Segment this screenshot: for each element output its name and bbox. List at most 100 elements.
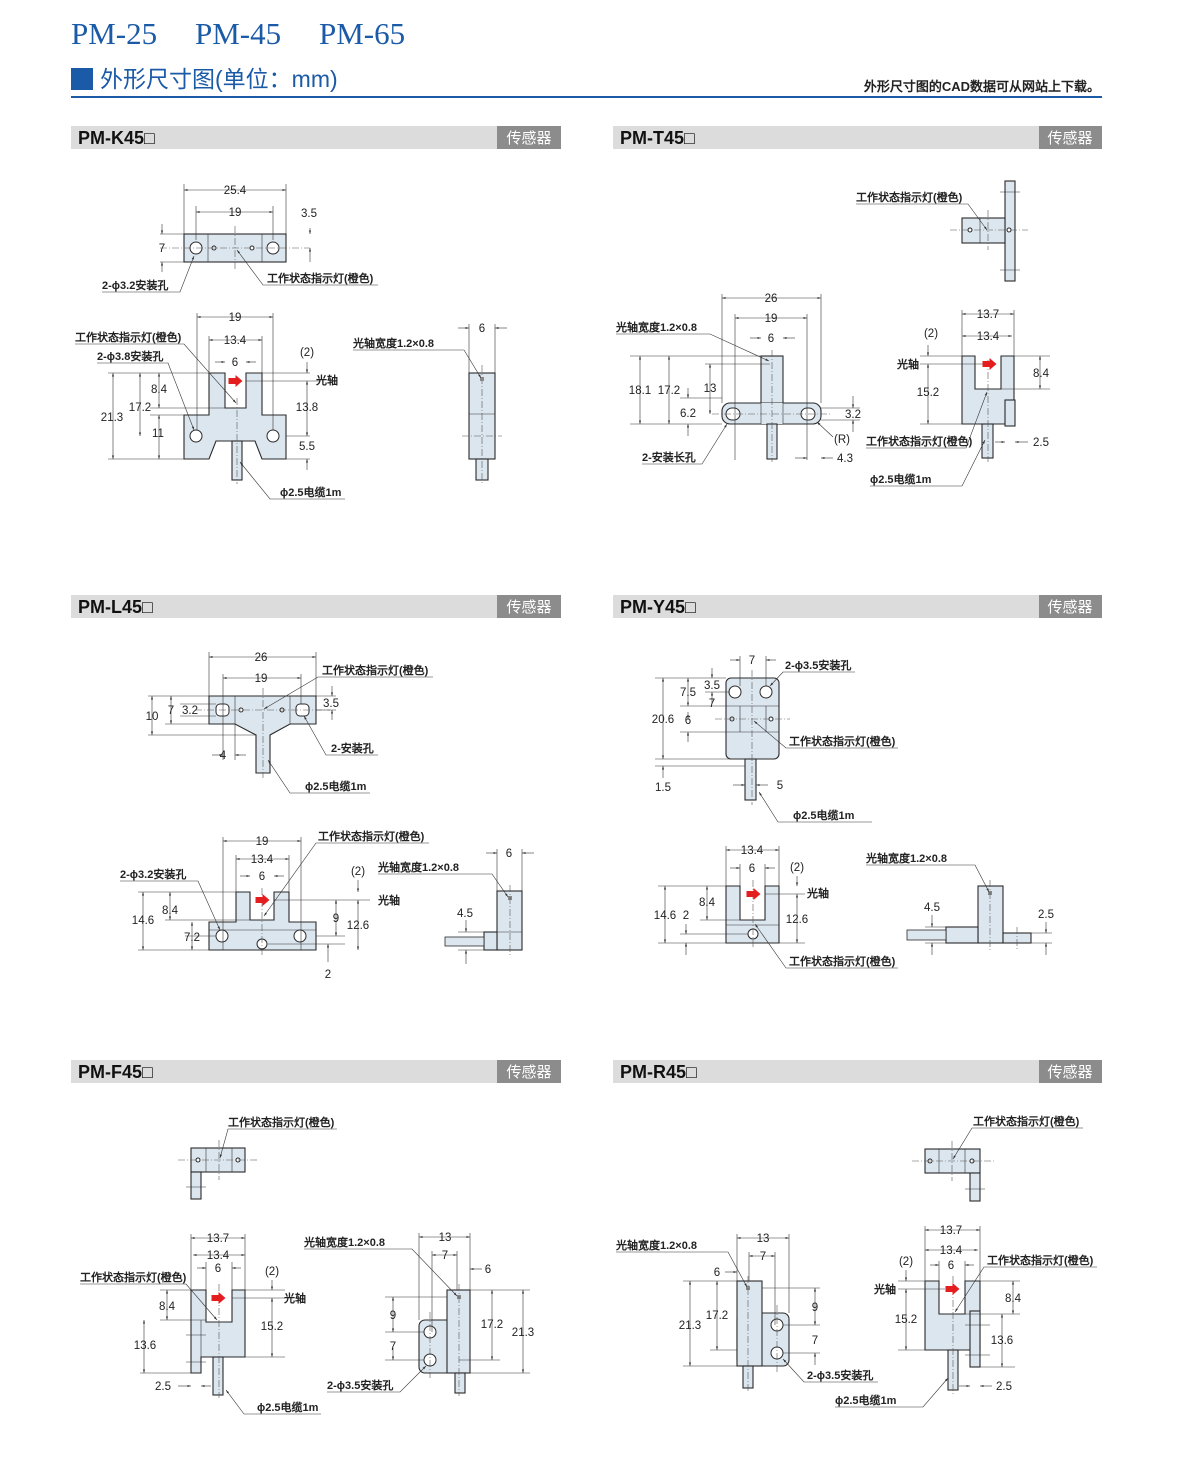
drawing-y45: 7 3.5 7.5 7 20.6 6 1.5 5 2-ϕ3.5安装孔 工作状态指…	[652, 655, 1054, 969]
header-divider	[71, 96, 1102, 98]
dim-label: 14.6	[132, 915, 154, 927]
indicator-label: 工作状态指示灯(橙色)	[318, 829, 425, 843]
dim-label: 26	[255, 652, 268, 664]
indicator-label: 工作状态指示灯(橙色)	[973, 1114, 1080, 1128]
dim-label: 13	[704, 383, 717, 395]
dim-label: (2)	[300, 347, 314, 359]
dim-label: 13.7	[940, 1225, 962, 1237]
dim-label: 13	[757, 1233, 770, 1245]
series-pm25: PM-25	[71, 16, 157, 51]
indicator-label: 工作状态指示灯(橙色)	[789, 734, 896, 748]
dim-label: (R)	[834, 434, 850, 446]
model-name: PM-Y45□	[620, 597, 696, 617]
dim-label: 26	[765, 293, 778, 305]
dim-label: 3.2	[182, 705, 198, 717]
dim-label: 3.5	[323, 698, 339, 710]
dim-label: 21.3	[101, 412, 123, 424]
dim-label: 1.5	[655, 782, 671, 794]
dim-label: 6	[506, 848, 512, 860]
dim-label: 17.2	[129, 402, 151, 414]
indicator-label: 工作状态指示灯(橙色)	[987, 1253, 1094, 1267]
dim-label: 6	[768, 333, 774, 345]
sensor-tag: 传感器	[1047, 599, 1092, 616]
dim-label: 15.2	[895, 1314, 917, 1326]
dim-label: 7	[159, 243, 165, 255]
drawing-r45: 工作状态指示灯(橙色) 13 7 6 21.3 17.2 9 7 光轴宽度1.2…	[615, 1114, 1097, 1408]
dim-label: (2)	[924, 328, 938, 340]
indicator-label: 工作状态指示灯(橙色)	[856, 190, 963, 204]
model-name: PM-L45□	[78, 597, 153, 617]
page-header: PM-25 PM-45 PM-65 外形尺寸图(单位：mm) 外形尺寸图的CAD…	[71, 16, 1102, 98]
dim-label: 13.7	[207, 1233, 229, 1245]
dim-label: 6	[714, 1267, 720, 1279]
dim-label: 6.2	[680, 408, 696, 420]
dim-label: 7	[168, 705, 174, 717]
dim-label: 20.6	[652, 714, 674, 726]
indicator-label: 工作状态指示灯(橙色)	[228, 1115, 335, 1129]
dim-label: 2	[683, 910, 689, 922]
dim-label: 17.2	[481, 1319, 503, 1331]
beam-width-label: 光轴宽度1.2×0.8	[615, 1238, 697, 1252]
dim-label: 8.4	[162, 905, 179, 917]
dim-label: 17.2	[706, 1310, 728, 1322]
indicator-label: 工作状态指示灯(橙色)	[267, 271, 374, 285]
sensor-tag: 传感器	[1047, 1064, 1092, 1081]
dim-label: 6	[948, 1260, 954, 1272]
dim-label: 7	[390, 1341, 396, 1353]
dim-label: 21.3	[679, 1320, 701, 1332]
dim-label: 5	[777, 780, 783, 792]
cable-label: ϕ2.5电缆1m	[793, 808, 855, 822]
model-name: PM-K45□	[78, 128, 155, 148]
dim-label: 21.3	[512, 1327, 534, 1339]
dim-label: 2.5	[155, 1381, 171, 1393]
dim-label: 8.4	[699, 897, 716, 909]
dim-label: 13.4	[224, 335, 247, 347]
section-square-icon	[71, 68, 93, 90]
dim-label: 25.4	[224, 185, 247, 197]
beam-width-label: 光轴宽度1.2×0.8	[377, 860, 459, 874]
section-bar-r45: PM-R45□ 传感器	[613, 1060, 1102, 1083]
dim-label: 4.5	[924, 902, 940, 914]
dim-label: 13.4	[977, 331, 1000, 343]
dim-label: 13.4	[741, 845, 764, 857]
optical-axis-label: 光轴	[896, 357, 919, 371]
dim-label: 2.5	[1033, 437, 1049, 449]
dim-label: 19	[229, 312, 242, 324]
mounting-holes-label: 2-安装孔	[331, 741, 374, 755]
dim-label: 13.4	[207, 1250, 230, 1262]
sensor-tag: 传感器	[1047, 130, 1092, 147]
dim-label: 10	[146, 711, 159, 723]
dim-label: 13.4	[940, 1245, 963, 1257]
dim-label: 15.2	[917, 387, 939, 399]
indicator-label: 工作状态指示灯(橙色)	[75, 330, 182, 344]
dim-label: 7	[442, 1250, 448, 1262]
dim-label: 8.4	[1033, 368, 1050, 380]
dim-label: 6	[485, 1264, 491, 1276]
dim-label: 18.1	[629, 385, 651, 397]
dim-label: 19	[256, 836, 269, 848]
dim-label: 7.5	[680, 687, 696, 699]
dim-label: 19	[229, 207, 242, 219]
beam-width-label: 光轴宽度1.2×0.8	[352, 336, 434, 350]
section-bar-f45: PM-F45□ 传感器	[71, 1060, 561, 1083]
section-bar-y45: PM-Y45□ 传感器	[613, 595, 1102, 618]
dim-label: 5.5	[299, 441, 315, 453]
dim-label: 11	[152, 428, 164, 440]
sensor-tag: 传感器	[506, 599, 551, 616]
mounting-holes-label: 2-ϕ3.5安装孔	[807, 1368, 873, 1382]
dim-label: 19	[765, 313, 778, 325]
cable-label: ϕ2.5电缆1m	[257, 1400, 319, 1414]
optical-axis-label: 光轴	[315, 373, 338, 387]
beam-width-label: 光轴宽度1.2×0.8	[865, 851, 947, 865]
section-title: 外形尺寸图(单位：mm)	[100, 66, 338, 92]
dim-label: 15.2	[261, 1321, 283, 1333]
optical-axis-label: 光轴	[806, 886, 829, 900]
dim-label: 4.5	[457, 908, 473, 920]
dim-label: 7	[812, 1335, 818, 1347]
model-name: PM-R45□	[620, 1062, 697, 1082]
indicator-label: 工作状态指示灯(橙色)	[322, 663, 429, 677]
dim-label: 7	[749, 655, 755, 667]
dim-label: 12.6	[347, 920, 369, 932]
